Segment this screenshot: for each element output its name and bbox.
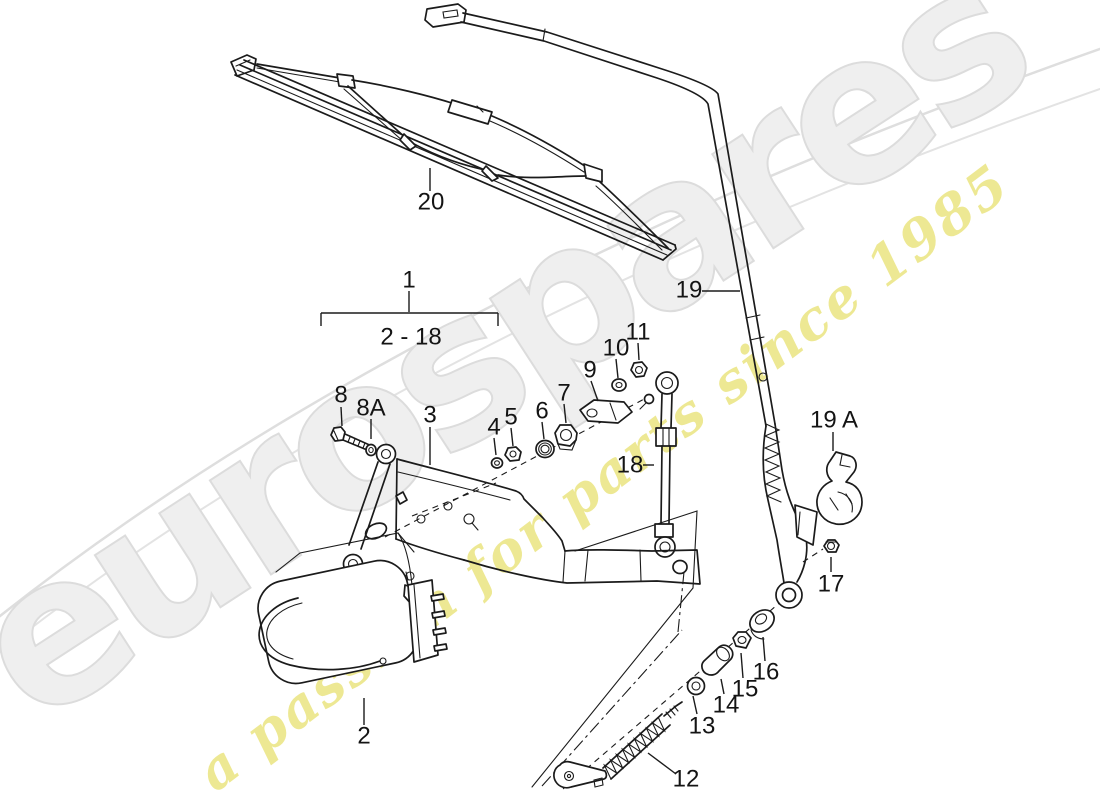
part-label-17: 17 bbox=[818, 570, 845, 597]
part-label-15: 15 bbox=[732, 675, 759, 702]
part-label-10: 10 bbox=[603, 334, 630, 361]
part-label-5: 5 bbox=[504, 403, 517, 430]
wiper-blade-20 bbox=[231, 55, 676, 260]
part-label-12: 12 bbox=[673, 765, 700, 792]
leader-line-13 bbox=[693, 696, 697, 714]
washer-8A bbox=[366, 445, 376, 456]
part-label-2-18: 2 - 18 bbox=[380, 323, 441, 350]
hex-nut-17 bbox=[824, 540, 839, 552]
part-label-11: 11 bbox=[626, 318, 651, 345]
leader-line-15 bbox=[741, 653, 743, 678]
leader-line-16 bbox=[763, 637, 765, 661]
part-label-2: 2 bbox=[357, 722, 370, 749]
link-rod-18 bbox=[655, 372, 678, 557]
part-label-18: 18 bbox=[617, 451, 644, 478]
mounting-bracket-3 bbox=[340, 445, 700, 588]
clamp-bracket-9 bbox=[580, 395, 654, 424]
cap-nut-16 bbox=[746, 605, 779, 639]
part-label-4: 4 bbox=[487, 413, 500, 440]
leader-line-11 bbox=[638, 343, 639, 360]
leader-line-6 bbox=[542, 422, 544, 439]
leader-line-12 bbox=[648, 753, 676, 774]
washer-10 bbox=[612, 379, 626, 391]
part-label-19A: 19 A bbox=[810, 406, 858, 433]
leader-line-7 bbox=[564, 404, 566, 423]
washer-13 bbox=[688, 678, 705, 695]
wiper-motor-2 bbox=[253, 533, 447, 689]
leader-line-8 bbox=[341, 407, 342, 426]
part-label-14: 14 bbox=[713, 691, 740, 718]
tension-spring-12 bbox=[554, 702, 682, 788]
part-label-9: 9 bbox=[583, 356, 596, 383]
seal-ring-6 bbox=[536, 441, 554, 458]
part-label-8: 8 bbox=[334, 381, 347, 408]
part-label-6: 6 bbox=[535, 397, 548, 424]
leader-line-10 bbox=[616, 359, 618, 378]
part-label-1: 1 bbox=[402, 266, 415, 293]
part-label-3: 3 bbox=[423, 401, 436, 428]
leader-line-5 bbox=[511, 428, 513, 446]
leader-line-4 bbox=[494, 438, 496, 455]
washer-4 bbox=[492, 458, 503, 468]
part-label-16: 16 bbox=[753, 658, 780, 685]
part-label-13: 13 bbox=[689, 712, 716, 739]
spacer-sleeve-14 bbox=[702, 645, 733, 675]
part-label-19: 19 bbox=[676, 276, 703, 303]
leader-line-9 bbox=[591, 381, 598, 401]
part-label-20: 20 bbox=[418, 188, 445, 215]
hex-nut-5 bbox=[505, 447, 521, 461]
wiper-arm-19 bbox=[425, 4, 817, 608]
hex-nut-15 bbox=[733, 632, 751, 648]
part-label-7: 7 bbox=[557, 379, 570, 406]
hex-nut-11 bbox=[631, 362, 647, 377]
hex-nut-7 bbox=[555, 425, 577, 450]
leader-line-14 bbox=[721, 679, 724, 694]
part-label-8A: 8A bbox=[356, 394, 385, 421]
retaining-clip-19A bbox=[817, 452, 862, 524]
assembly-axes bbox=[385, 397, 823, 789]
